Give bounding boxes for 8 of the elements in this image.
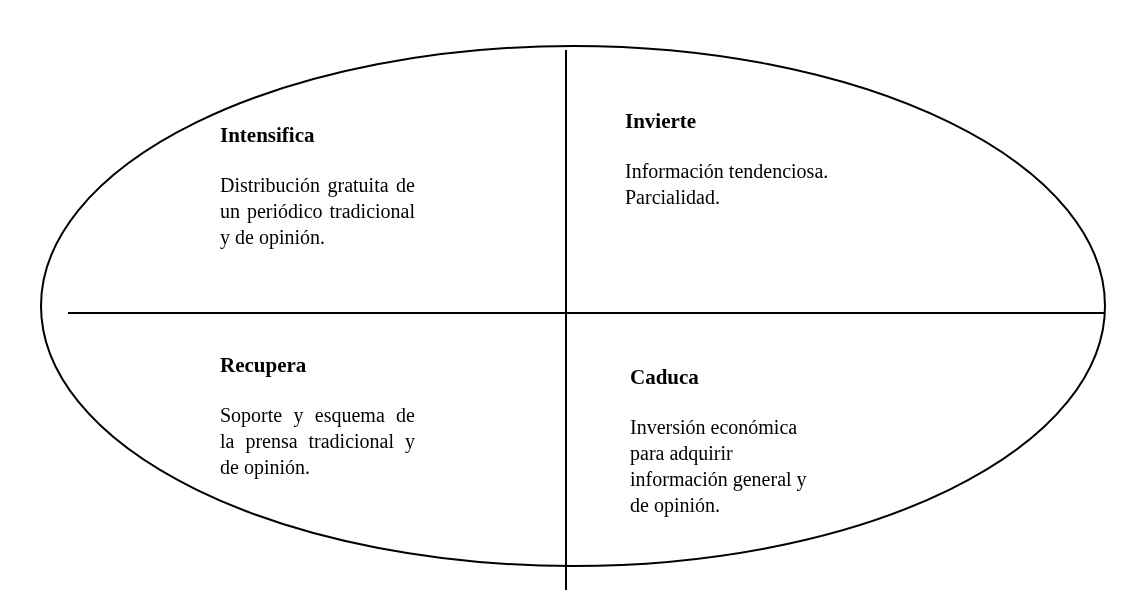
heading: Recupera [220, 353, 308, 378]
heading: Caduca [630, 365, 700, 390]
heading: Intensifica [220, 123, 316, 148]
body-text: Distribución gratuita de un periódico tradicional y de opinión. [220, 173, 415, 250]
heading: Invierte [625, 109, 698, 134]
body-text: Soporte y esquema de la prensa tradicional y de opinión. [220, 403, 415, 480]
body-text: Inversión económica para adquirir información general y de opinión. [630, 415, 808, 518]
body-text: Información tendenciosa. Parcialidad. [625, 159, 830, 210]
